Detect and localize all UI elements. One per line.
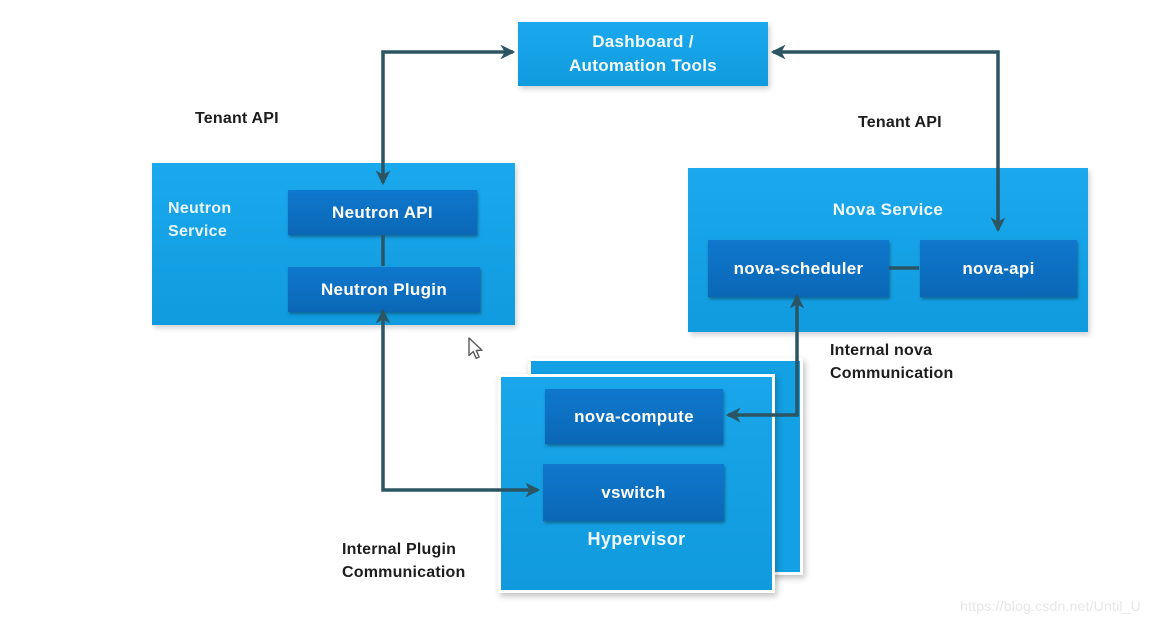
- hypervisor-front-box: nova-compute vswitch Hypervisor: [498, 374, 775, 593]
- dashboard-label-line1: Dashboard /: [592, 32, 694, 52]
- watermark-text: https://blog.csdn.net/Until_U: [960, 598, 1141, 614]
- nova-service-label: Nova Service: [832, 200, 944, 219]
- neutron-api-box: Neutron API: [288, 190, 477, 235]
- internal-plugin-line1: Internal Plugin: [342, 541, 457, 558]
- internal-plugin-communication-label: Internal Plugin Communication: [342, 538, 466, 584]
- nova-compute-box: nova-compute: [545, 389, 723, 444]
- internal-nova-communication-label: Internal nova Communication: [830, 339, 954, 385]
- internal-nova-line2: Communication: [830, 365, 954, 383]
- neutron-service-label-line1: Neutron: [168, 200, 232, 217]
- mouse-cursor-icon: [468, 337, 483, 359]
- hypervisor-label: Hypervisor: [587, 529, 686, 549]
- neutron-service-label-line2: Service: [168, 223, 228, 241]
- dashboard-box: Dashboard / Automation Tools: [518, 22, 768, 86]
- internal-plugin-line2: Communication: [342, 564, 466, 582]
- dashboard-label-line2: Automation Tools: [568, 56, 718, 75]
- tenant-api-right-label: Tenant API: [858, 114, 942, 131]
- internal-nova-line1: Internal nova: [830, 342, 933, 359]
- nova-scheduler-box: nova-scheduler: [708, 240, 889, 297]
- neutron-service-label: Neutron Service: [168, 197, 231, 243]
- vswitch-box: vswitch: [543, 464, 724, 521]
- neutron-plugin-box: Neutron Plugin: [288, 267, 480, 312]
- tenant-api-left-label: Tenant API: [195, 110, 279, 127]
- nova-api-box: nova-api: [920, 240, 1077, 297]
